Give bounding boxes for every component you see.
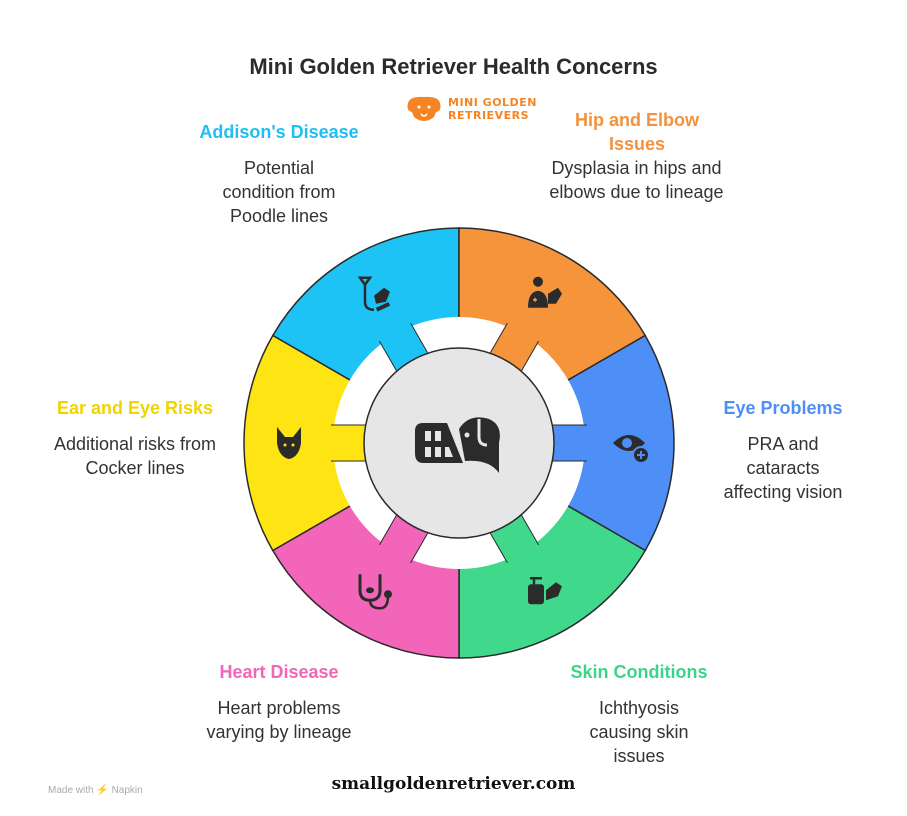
label-heart: Heart Disease Heart problems varying by … xyxy=(169,660,389,744)
paw-stethoscope-icon xyxy=(358,574,392,610)
eye-plus-icon xyxy=(613,435,650,464)
diagram-title: Mini Golden Retriever Health Concerns xyxy=(249,54,658,79)
stethoscope-dog-icon xyxy=(357,276,391,312)
label-hip-elbow: Hip and Elbow Issues Dysplasia in hips a… xyxy=(527,108,747,204)
label-title: Skin Conditions xyxy=(570,662,708,682)
label-desc: Heart problems varying by lineage xyxy=(206,698,352,742)
label-title: Heart Disease xyxy=(219,662,339,682)
label-addisons: Addison's Disease Potential condition fr… xyxy=(169,120,389,228)
logo-line-2: RETRIEVERS xyxy=(448,109,529,122)
label-desc: PRA and cataracts affecting vision xyxy=(723,434,843,502)
footer-site: smallgoldenretriever.com xyxy=(331,774,576,794)
label-title: Addison's Disease xyxy=(199,122,359,142)
label-skin: Skin Conditions Ichthyosis causing skin … xyxy=(529,660,749,768)
label-title: Ear and Eye Risks xyxy=(56,398,214,418)
logo: MINI GOLDEN RETRIEVERS xyxy=(404,95,537,123)
dog-muzzle-icon xyxy=(415,417,500,473)
label-desc: Potential condition from Poodle lines xyxy=(222,158,336,226)
dog-head-icon xyxy=(277,427,301,459)
label-title: Eye Problems xyxy=(723,398,843,418)
vet-with-dog-icon xyxy=(528,276,562,308)
soap-dog-icon xyxy=(528,576,562,605)
spoke-ear-eye xyxy=(331,425,368,461)
label-desc: Ichthyosis causing skin issues xyxy=(589,698,689,766)
dog-logo-icon xyxy=(407,96,441,121)
label-desc: Dysplasia in hips and elbows due to line… xyxy=(549,158,724,202)
label-title: Hip and Elbow Issues xyxy=(575,110,699,154)
logo-line-1: MINI GOLDEN xyxy=(448,96,537,109)
label-desc: Additional risks from Cocker lines xyxy=(53,434,217,478)
label-eye-problems: Eye Problems PRA and cataracts affecting… xyxy=(673,396,893,504)
made-with-napkin: Made with ⚡ Napkin xyxy=(48,785,143,796)
center-circle xyxy=(363,347,555,539)
spoke-eye-problems xyxy=(550,425,587,461)
label-ear-eye: Ear and Eye Risks Additional risks from … xyxy=(25,396,245,480)
